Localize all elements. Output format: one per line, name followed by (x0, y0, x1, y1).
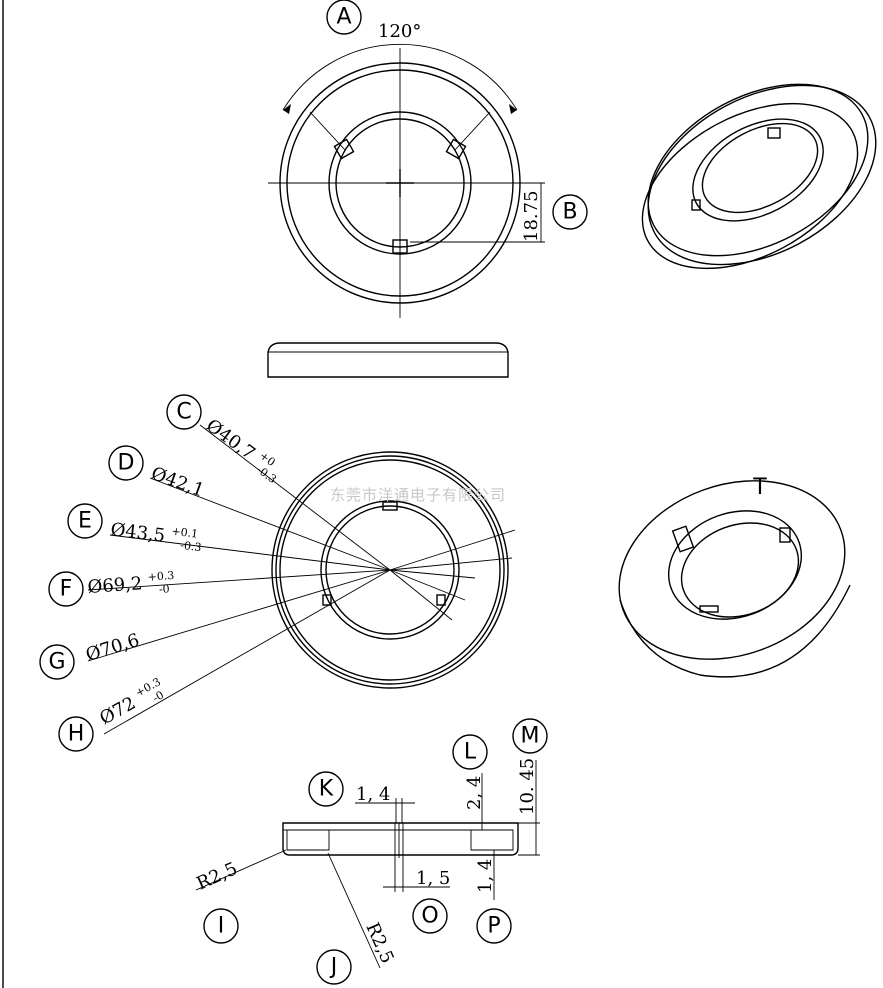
diameter-e-value: Ø43,5 +0.1 -0.3 (109, 511, 205, 554)
callout-m: M (512, 718, 548, 754)
r-i-dimension: R2,5 (193, 858, 240, 894)
svg-text:D: D (118, 451, 135, 476)
svg-text:I: I (218, 914, 225, 939)
svg-text:F: F (60, 577, 73, 602)
svg-text:G: G (48, 650, 65, 675)
callout-l: L (452, 734, 488, 770)
svg-text:O: O (421, 904, 438, 929)
callout-j: J (316, 949, 352, 985)
svg-text:M: M (521, 724, 540, 749)
callout-a: A (326, 0, 362, 35)
callout-f: F (48, 571, 84, 607)
l-height-dimension: 2, 4 (464, 776, 485, 810)
iso-view-top (641, 83, 877, 270)
svg-text:P: P (487, 914, 500, 939)
callout-b: B (552, 194, 588, 230)
callout-g: G (39, 644, 75, 680)
angle-dimension: 120° (378, 21, 421, 42)
o-width-dimension: 1, 5 (416, 868, 450, 889)
diameter-d-value: Ø42,1 (148, 463, 207, 501)
side-view (267, 342, 509, 378)
svg-text:J: J (329, 955, 338, 980)
callout-t: T (752, 475, 767, 500)
diameter-f-value: Ø69,2 +0.3 -0 (86, 563, 181, 601)
callout-d: D (108, 445, 144, 481)
callout-p: P (476, 908, 512, 944)
top-view (268, 43, 545, 318)
callout-i: I (203, 908, 239, 944)
callout-k: K (308, 771, 344, 807)
callout-h: H (58, 716, 94, 752)
callout-c: C (166, 394, 202, 430)
callout-e: E (67, 503, 103, 539)
r-j-dimension: R2,5 (361, 919, 397, 966)
m-height-dimension: 10. 45 (517, 758, 538, 815)
svg-text:E: E (78, 509, 92, 534)
svg-text:H: H (68, 722, 85, 747)
svg-text:B: B (562, 200, 577, 225)
diameter-g-value: Ø70,6 (83, 630, 142, 666)
svg-text:L: L (464, 740, 477, 765)
k-width-dimension: 1, 4 (356, 784, 390, 805)
svg-text:A: A (336, 5, 351, 30)
svg-text:C: C (176, 400, 191, 425)
diameter-view (87, 424, 516, 735)
svg-text:K: K (319, 777, 334, 802)
diameter-h-value: Ø72 +0.3 -0 (92, 667, 174, 732)
diameter-c-value: Ø40,7 +0 -0.3 (200, 409, 290, 486)
callout-o: O (412, 898, 448, 934)
offset-dimension: 18.75 (521, 190, 542, 242)
p-height-dimension: 1, 4 (475, 859, 496, 893)
iso-view-bottom (618, 480, 851, 678)
section-view (195, 760, 540, 969)
watermark: 东莞市洋通电子有限公司 (330, 486, 506, 504)
